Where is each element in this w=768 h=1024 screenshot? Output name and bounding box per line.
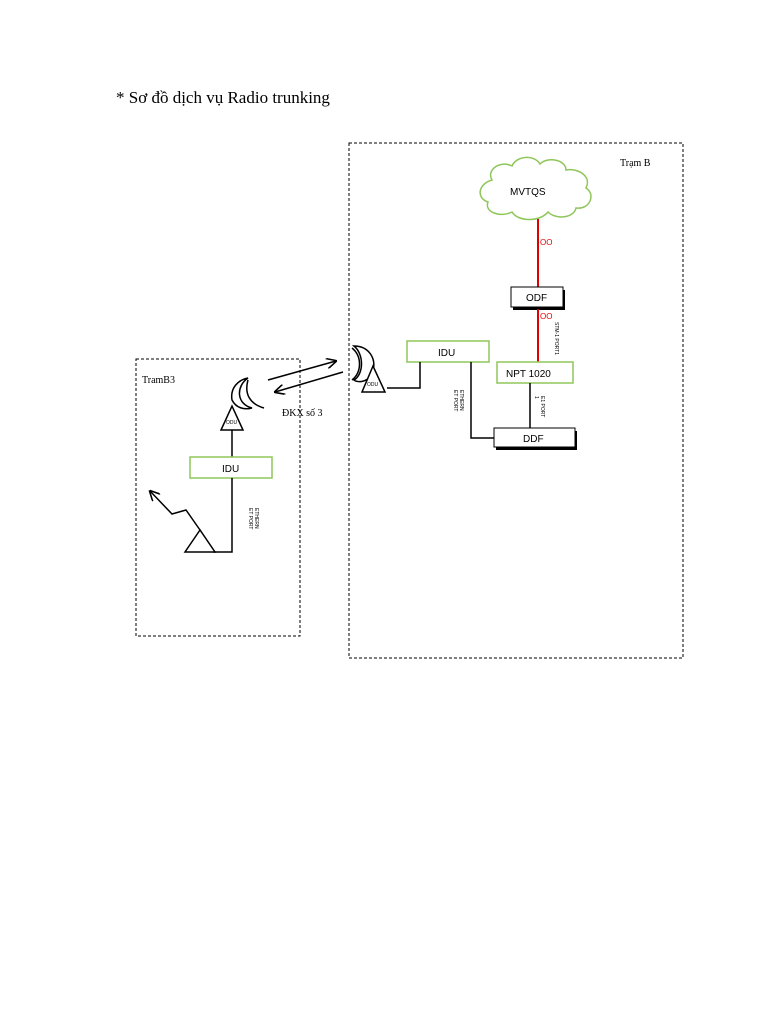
ddf-label: DDF — [523, 434, 544, 445]
e1-port-label-1: E1 PORT — [539, 396, 545, 417]
station-b-frame: Trạm B — [348, 142, 684, 659]
trunking-antenna-icon — [183, 528, 217, 553]
fiber-mark-2: OO — [540, 312, 552, 321]
radio-wave-icon — [150, 491, 201, 531]
link-idu-odu-b — [387, 362, 421, 389]
link-label: ĐKX số 3 — [282, 408, 323, 419]
station-b3-idu-box: IDU — [189, 456, 273, 479]
e1-port-label-2: 1 — [533, 396, 539, 399]
mvtqs-cloud: MVTQS — [479, 156, 592, 221]
radio-arrow-to-b3 — [275, 371, 344, 392]
station-b-odu-label: ODU — [367, 382, 379, 388]
npt-label: NPT 1020 — [506, 369, 551, 380]
odf-label: ODF — [526, 293, 547, 304]
station-b3-label: TramB3 — [142, 375, 175, 386]
station-b-idu-label: IDU — [438, 348, 455, 359]
stm-port-label: STM-1 PORT1 — [553, 322, 559, 355]
station-b-idu-box: IDU — [406, 340, 490, 363]
station-b-label: Trạm B — [620, 158, 651, 169]
station-b-odu-icon: ODU — [360, 364, 387, 393]
odf-box: ODF — [510, 286, 565, 310]
station-b3-idu-label: IDU — [222, 464, 239, 475]
station-b3-odu-icon: ODU — [219, 404, 245, 431]
station-b3-ethernet-label-1: ETHERN — [253, 508, 259, 529]
page-title: * Sơ đồ dịch vụ Radio trunking — [116, 88, 330, 107]
fiber-mark-1: OO — [540, 238, 552, 247]
station-b3-antenna-icon — [230, 377, 265, 410]
station-b3-ethernet-label-2: ET PORT — [247, 508, 253, 530]
link-idu-trunk-b3 — [213, 478, 233, 553]
ddf-box: DDF — [493, 427, 577, 450]
mvtqs-label: MVTQS — [510, 187, 546, 198]
station-b3-odu-label: ODU — [226, 420, 238, 426]
link-idu-ddf — [470, 362, 494, 439]
npt-1020-box: NPT 1020 — [496, 361, 574, 384]
station-b-ethernet-label-1: ETHERN — [458, 390, 464, 411]
station-b-ethernet-label-2: ET PORT — [452, 390, 458, 412]
station-b3-frame: TramB3 — [135, 358, 301, 637]
radio-arrow-to-b — [267, 361, 336, 381]
station-b-antenna-icon — [351, 345, 375, 383]
